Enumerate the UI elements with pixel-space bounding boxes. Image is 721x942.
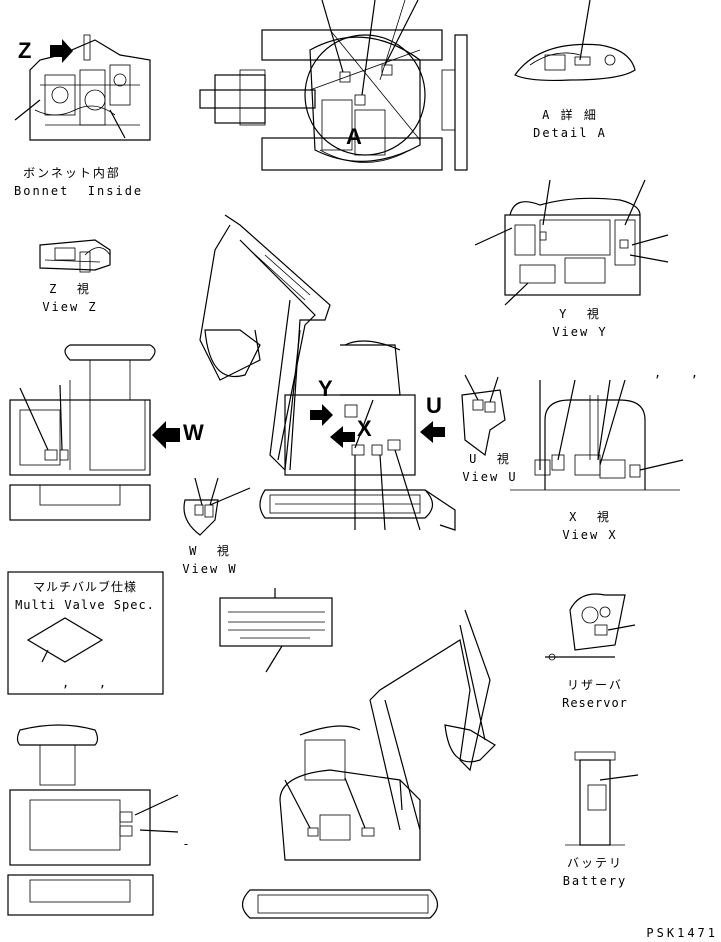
excavator-top-view	[199, 0, 468, 171]
detail-a-label-en: Detail A	[533, 126, 607, 140]
view-x-label-en: View X	[562, 528, 618, 542]
view-letter-z: Z	[18, 38, 32, 63]
bonnet-label-en: Bonnet Inside	[14, 184, 144, 198]
comma-marks-bottom: , ,	[61, 676, 109, 690]
drawing-number: PSK1471	[646, 926, 718, 940]
detail-a-drawing	[514, 0, 636, 82]
arrow-y-icon	[310, 404, 333, 426]
excavator-side-view	[199, 214, 456, 531]
view-y-label-en: View Y	[552, 325, 608, 339]
view-letter-u: U	[426, 393, 442, 418]
view-z-drawing	[39, 239, 111, 273]
view-letter-y: Y	[318, 376, 333, 401]
battery-drawing	[565, 751, 639, 846]
battery-label-en: Battery	[562, 874, 628, 888]
arrow-w-icon	[152, 421, 180, 449]
view-u-label-jp: U 視	[469, 452, 511, 466]
view-letter-x: X	[357, 416, 372, 441]
bonnet-inside-drawing	[14, 34, 151, 141]
excavator-perspective-view	[241, 609, 496, 919]
detail-a-label-jp: A 詳 細	[542, 108, 598, 122]
arrow-x-icon	[330, 426, 355, 448]
battery-label-jp: バッテリ	[566, 856, 623, 870]
comma-marks-top: , ,	[653, 366, 701, 380]
view-x-drawing	[510, 379, 684, 491]
arrow-z-icon	[50, 39, 73, 63]
multi-valve-box	[7, 571, 164, 695]
view-letter-a: A	[346, 124, 362, 149]
view-y-label-jp: Y 視	[559, 307, 601, 321]
view-u-label-en: View U	[462, 470, 518, 484]
view-z-label-en: View Z	[42, 300, 98, 314]
view-z-label-jp: Z 視	[49, 282, 91, 296]
rear-view-drawing	[9, 344, 156, 521]
view-y-drawing	[474, 179, 669, 306]
reservor-drawing	[545, 593, 636, 661]
view-u-drawing	[461, 374, 506, 457]
reservor-label-en: Reservor	[562, 696, 628, 710]
view-w-label-jp: W 視	[189, 544, 231, 558]
view-letter-w: W	[183, 420, 204, 445]
view-x-label-jp: X 視	[569, 510, 611, 524]
reservor-label-jp: リザーバ	[567, 678, 623, 692]
arrow-u-icon	[420, 421, 445, 443]
decal-label	[219, 588, 333, 673]
view-w-label-en: View W	[182, 562, 238, 576]
view-w-drawing	[183, 477, 251, 536]
dash-mark: -	[182, 837, 192, 851]
multi-valve-label-jp: マルチバルブ仕様	[32, 580, 137, 594]
multi-valve-label-en: Multi Valve Spec.	[15, 598, 155, 612]
rear-view-bottom-drawing	[7, 724, 179, 916]
bonnet-label-jp: ボンネット内部	[23, 166, 121, 180]
